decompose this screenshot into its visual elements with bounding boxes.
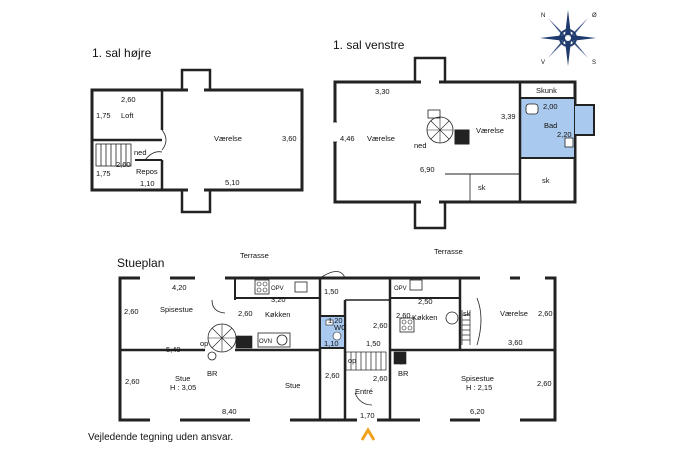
- entry-arrow-icon: [360, 427, 376, 441]
- dim-label: 1,10: [324, 339, 339, 348]
- floor1-right-labels: 2,60 1,75 Loft Værelse 3,60 ned 2,60 1,7…: [96, 95, 297, 188]
- dim-label: 6,90: [420, 165, 435, 174]
- boiler-label: BR: [398, 369, 409, 378]
- closet-label: sk: [463, 309, 471, 318]
- room-label: Skunk: [536, 86, 557, 95]
- dim-label: 2,00: [543, 102, 558, 111]
- room-label: Stue: [175, 374, 190, 383]
- dim-label: 3,60: [282, 134, 297, 143]
- dim-label: 1,50: [366, 339, 381, 348]
- appliance-label: OVN: [259, 339, 272, 345]
- room-label: Værelse: [476, 126, 504, 135]
- dim-label: 2,60: [124, 307, 139, 316]
- height-label: H : 3,05: [170, 383, 196, 392]
- dim-label: 1,70: [360, 411, 375, 420]
- compass-south: S: [592, 60, 596, 66]
- room-label: Værelse: [367, 134, 395, 143]
- dim-label: 3,60: [508, 338, 523, 347]
- dim-label: 2,60: [373, 374, 388, 383]
- room-label: Stue: [285, 381, 300, 390]
- room-label: Køkken: [265, 310, 290, 319]
- compass-west: V: [541, 60, 545, 66]
- dim-label: 2,60: [325, 371, 340, 380]
- dim-label: 4,46: [340, 134, 355, 143]
- terrace-label: Terrasse: [434, 247, 463, 256]
- dim-label: 2,20: [557, 130, 572, 139]
- dim-label: 2,60: [396, 311, 411, 320]
- floor1-left-labels: 3,30 4,46 Værelse Værelse 3,39 ned 6,90 …: [340, 86, 572, 192]
- room-label: Loft: [121, 111, 134, 120]
- floor1-left-title: 1. sal venstre: [333, 38, 405, 52]
- room-label: WC: [334, 323, 347, 332]
- height-label: H : 2,15: [466, 383, 492, 392]
- dim-label: 4,20: [172, 283, 187, 292]
- room-label: Spisestue: [160, 305, 193, 314]
- floor1-right-title: 1. sal højre: [92, 46, 152, 60]
- dim-label: 2,50: [418, 297, 433, 306]
- dim-label: 2,60: [116, 160, 131, 169]
- dim-label: 2,60: [538, 309, 553, 318]
- compass-north: N: [541, 13, 545, 19]
- ground-floor-title: Stueplan: [117, 256, 165, 270]
- stair-label: op: [348, 356, 356, 365]
- closet-label: sk: [478, 183, 486, 192]
- appliance-label: OPV: [271, 286, 284, 292]
- ground-plan: [118, 271, 557, 422]
- room-label: Repos: [136, 167, 158, 176]
- dim-label: 1,75: [96, 169, 111, 178]
- dim-label: 8,40: [222, 407, 237, 416]
- stair-label: op: [200, 339, 208, 348]
- dim-label: 3,30: [375, 87, 390, 96]
- dim-label: 3,20: [271, 295, 286, 304]
- closet-label: sk: [542, 176, 550, 185]
- dim-label: 2,60: [121, 95, 136, 104]
- stair-label: ned: [134, 148, 147, 157]
- room-label: Køkken: [412, 313, 437, 322]
- dim-label: 1,10: [140, 179, 155, 188]
- dim-label: 2,60: [125, 377, 140, 386]
- dim-label: 1,20: [328, 316, 343, 325]
- dim-label: 3,39: [501, 112, 516, 121]
- room-label: Bad: [544, 121, 557, 130]
- dim-label: 6,20: [470, 407, 485, 416]
- dim-label: 5,40: [166, 345, 181, 354]
- room-label: Spisestue: [461, 374, 494, 383]
- room-label: Værelse: [500, 309, 528, 318]
- dim-label: 2,60: [238, 309, 253, 318]
- terrace-label: Terrasse: [240, 251, 269, 260]
- room-label: Værelse: [214, 134, 242, 143]
- dim-label: 2,60: [373, 321, 388, 330]
- disclaimer-text: Vejledende tegning uden ansvar.: [88, 432, 234, 443]
- appliance-label: OPV: [394, 286, 407, 292]
- dim-label: 1,50: [324, 287, 339, 296]
- floor1-left-plan: [333, 56, 595, 230]
- floor1-right-plan: [90, 68, 304, 214]
- room-label: Entré: [355, 387, 373, 396]
- dim-label: 1,75: [96, 111, 111, 120]
- boiler-label: BR: [207, 369, 218, 378]
- dim-label: 5,10: [225, 178, 240, 187]
- compass-rose-icon: N Ø V S: [540, 10, 597, 66]
- ground-labels: Terrasse Terrasse 4,20 2,60 Spisestue 2,…: [124, 247, 553, 420]
- stair-label: ned: [414, 141, 427, 150]
- dim-label: 2,60: [537, 379, 552, 388]
- compass-east: Ø: [592, 13, 597, 19]
